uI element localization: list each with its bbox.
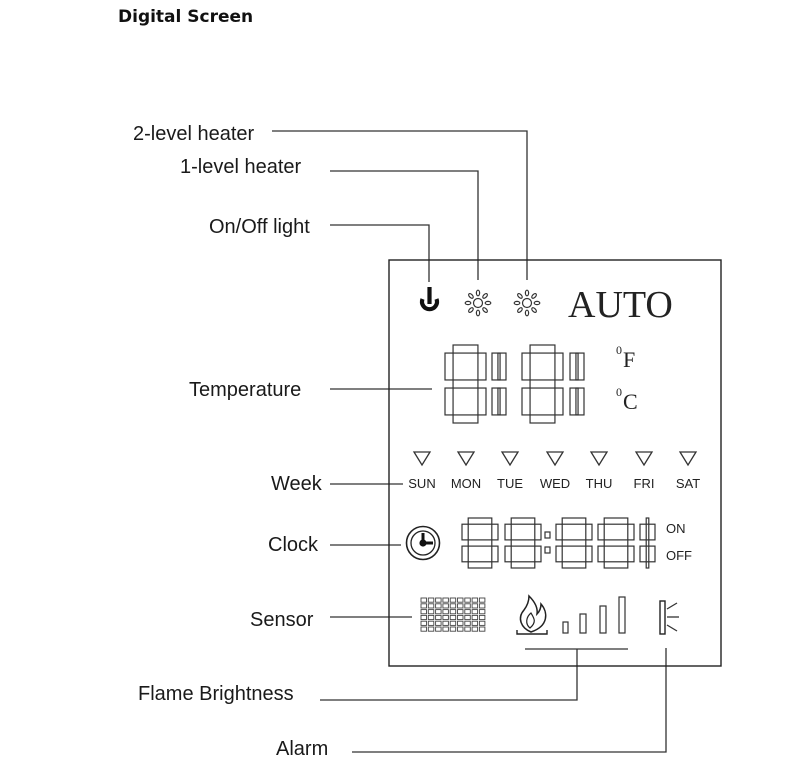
leader-alarm	[352, 648, 667, 753]
day-label-tue: TUE	[497, 476, 523, 491]
flame-icon	[516, 594, 548, 635]
day-label-sat: SAT	[676, 476, 700, 491]
seven-segment-digit	[521, 344, 564, 424]
clock-colon-dot	[544, 546, 551, 554]
day-label-sun: SUN	[408, 476, 435, 491]
heater-2-level-icon	[513, 289, 541, 317]
unit-degree-mark: 0	[616, 343, 622, 357]
week-row: SUN MON TUE WED THU FRI SAT	[408, 451, 700, 491]
seven-segment-digit	[461, 517, 499, 569]
label-2-level-heater: 2-level heater	[133, 123, 255, 145]
day-label-fri: FRI	[634, 476, 655, 491]
label-on-off-light: On/Off light	[209, 216, 310, 238]
timer-on-label: ON	[666, 521, 686, 536]
label-week: Week	[271, 473, 323, 495]
flame-brightness-bars	[562, 596, 626, 634]
label-temperature: Temperature	[189, 379, 301, 401]
day-label-wed: WED	[540, 476, 570, 491]
auto-mode-text: AUTO	[568, 284, 673, 326]
day-indicator-triangle	[412, 451, 432, 467]
clock-colon-dot	[544, 531, 551, 539]
day-indicator-triangle	[456, 451, 476, 467]
day-indicator-triangle	[500, 451, 520, 467]
leader-on-off-light	[330, 224, 430, 282]
unit-f-letter: F	[623, 347, 635, 372]
clock-digits	[461, 517, 656, 569]
temperature-digits	[444, 344, 585, 424]
label-sensor: Sensor	[250, 609, 314, 631]
brightness-bar-1	[562, 621, 569, 634]
day-indicator-triangle	[545, 451, 565, 467]
leader-flame-brightness	[320, 649, 578, 701]
brightness-bar-2	[579, 613, 587, 634]
label-1-level-heater: 1-level heater	[180, 156, 302, 178]
day-label-mon: MON	[451, 476, 481, 491]
day-indicator-triangle	[678, 451, 698, 467]
page-title: Digital Screen	[118, 7, 254, 27]
clock-icon	[405, 525, 441, 561]
label-flame-brightness: Flame Brightness	[138, 683, 294, 705]
sensor-grid-icon	[420, 597, 486, 632]
screen-frame	[388, 259, 722, 667]
label-clock: Clock	[268, 534, 319, 556]
power-icon	[419, 287, 440, 312]
day-indicator-triangle	[589, 451, 609, 467]
leader-1-level-heater	[330, 170, 479, 280]
label-alarm: Alarm	[276, 738, 328, 760]
seven-segment-digit	[555, 517, 593, 569]
day-label-thu: THU	[586, 476, 613, 491]
unit-c-letter: C	[623, 389, 638, 414]
unit-celsius: 0 C	[616, 385, 638, 414]
brightness-bar-3	[599, 605, 607, 634]
heater-1-level-icon	[464, 289, 492, 317]
day-indicator-triangle	[634, 451, 654, 467]
leader-2-level-heater	[272, 130, 528, 280]
seven-segment-digit	[597, 517, 635, 569]
brightness-bar-4	[618, 596, 626, 634]
seven-segment-digit	[504, 517, 542, 569]
leader-lines	[272, 130, 667, 753]
seven-segment-digit	[491, 352, 507, 416]
unit-degree-mark: 0	[616, 385, 622, 399]
alarm-icon	[659, 600, 679, 635]
unit-fahrenheit: 0 F	[616, 343, 635, 372]
timer-off-label: OFF	[666, 548, 692, 563]
seven-segment-digit	[569, 352, 585, 416]
seven-segment-digit	[639, 517, 656, 569]
seven-segment-digit	[444, 344, 487, 424]
